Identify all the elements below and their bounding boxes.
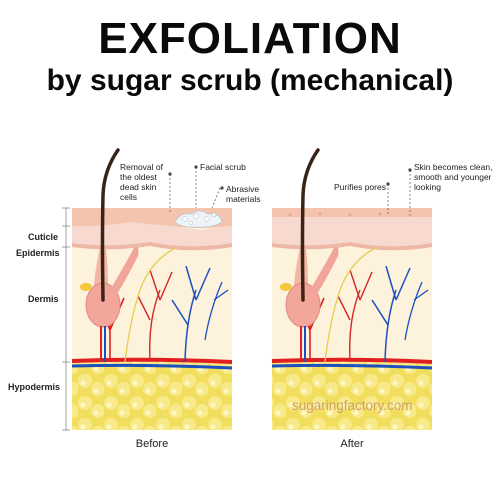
cuticle-layer-after <box>272 208 432 217</box>
label-hypodermis: Hypodermis <box>8 382 61 392</box>
annotation-removal: Removal of the oldest dead skin cells <box>120 162 163 202</box>
vein <box>71 363 233 370</box>
annotation-purifies-pores: Purifies pores <box>334 182 386 192</box>
diagram-subtitle: by sugar scrub (mechanical) <box>46 64 454 97</box>
label-cuticle: Cuticle <box>28 232 59 242</box>
artery <box>71 357 233 364</box>
annotation-abrasive: Abrasive materials <box>226 184 261 204</box>
after-panel <box>271 148 433 430</box>
facial-scrub <box>174 210 223 228</box>
annotation-skin-clean: Skin becomes clean, smooth and younger l… <box>414 162 493 192</box>
before-panel <box>71 148 233 430</box>
layer-brackets <box>62 207 70 431</box>
label-dermis: Dermis <box>28 294 59 304</box>
diagram-title: EXFOLIATION <box>98 14 402 63</box>
hypodermis-fat <box>72 362 232 430</box>
epidermis-layer <box>72 222 232 247</box>
caption-after: After <box>340 438 364 450</box>
watermark: sugaringfactory.com <box>292 398 413 413</box>
hair-shaft <box>100 148 120 302</box>
annotation-facial-scrub: Facial scrub <box>200 162 246 172</box>
label-epidermis: Epidermis <box>16 248 60 258</box>
caption-before: Before <box>135 438 169 450</box>
